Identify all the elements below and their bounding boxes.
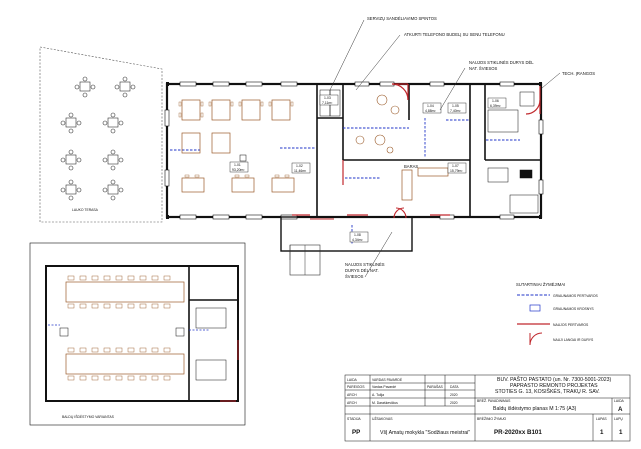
room-area: 11,46m² <box>294 169 307 173</box>
sign-header: PARAŠAS <box>427 384 444 389</box>
sheets-label: LAPŲ <box>614 417 623 421</box>
variant-label: BALDŲ IŠDĖSTYMO VARIANTAS <box>62 414 115 419</box>
room-number: 1-05 <box>452 104 459 108</box>
callout-glass-doors-2c: ŠVIESOS <box>345 274 364 279</box>
room-area: 15,79m² <box>450 169 463 173</box>
sheet-name: Baldų išdėstymo planas M 1:75 (A3) <box>493 406 577 412</box>
person-0: Vardas Pavardė <box>372 385 396 389</box>
terrace-label: LAUKO TERASA <box>72 208 99 212</box>
entrance-vestibule <box>280 207 413 276</box>
sheet-name-label: BRĖŽ. PAVADINIMAS <box>477 398 511 403</box>
date-0: 2020 <box>450 393 458 397</box>
project-header-3: STOTIES G. 13, KOSIŠKĖS, TRAKŲ R. SAV. <box>495 388 600 395</box>
legend-new-windows-doors: NAUJI LANGAI IR DURYS <box>553 338 594 342</box>
callouts <box>329 19 561 278</box>
sheet-value: 1 <box>600 429 604 436</box>
legend-new-partitions: NAUJOS PERTVAROS <box>553 323 589 327</box>
person-2: M. Daraškevičius <box>372 401 398 405</box>
legend-demolished-stoves: GRIAUNAMOS KROSNYS <box>553 307 594 311</box>
role-3: ARCH <box>347 401 357 405</box>
drawing-number: PR-2020xx B101 <box>494 429 542 436</box>
callout-glass-doors-2b: DURYS DĖL NAT. <box>345 268 379 273</box>
room-area: 4,88m² <box>425 109 436 113</box>
role-2: ARCH <box>347 393 357 397</box>
room-number: 1-04 <box>427 104 434 108</box>
room-area: 7,11m² <box>322 101 333 105</box>
room-area: 7,40m² <box>450 109 461 113</box>
room-number: 1-08 <box>354 233 361 237</box>
callout-glass-doors-1: NAUJOS STIKLINĖS DURYS DĖL <box>469 60 534 65</box>
role-1: PAREIGOS <box>347 385 365 389</box>
project-header-2: PAPRASTO REMONTO PROJEKTAS <box>510 383 598 389</box>
callout-phone-booth: ATKURTI TELEFONO BUDELĮ SU SENU TELEFONU <box>404 32 505 37</box>
change-value: A <box>618 406 623 413</box>
legend: SUTARTINIAI ŽYMĖJIMAI GRIAUNAMOS PERTVAR… <box>516 282 598 346</box>
outdoor-terrace: LAUKO TERASA <box>39 46 163 223</box>
sheets-value: 1 <box>619 429 623 436</box>
date-1: 2020 <box>450 401 458 405</box>
room-labels: 1-01 93,20m² 1-02 11,46m² 1-03 7,11m² 1-… <box>229 94 507 243</box>
callout-glass-doors-2: NAUJOS STIKLINĖS <box>345 262 385 267</box>
legend-title: SUTARTINIAI ŽYMĖJIMAI <box>516 282 565 287</box>
room-number: 1-06 <box>492 99 499 103</box>
sheet-label: LAPAS <box>596 417 607 421</box>
change-label: LAIDA <box>614 399 625 403</box>
room-area: 6,39m² <box>490 104 501 108</box>
callout-service-cabinets: SERVIZŲ SANDĖLIAVIMO SPINTOS <box>367 16 437 21</box>
bar-label: BARAS <box>404 164 418 169</box>
drawing-label: BRĖŽINIO ŽYMUO <box>477 416 507 421</box>
legend-demolished-partitions: GRIAUNAMOS PERTVAROS <box>553 294 598 298</box>
room-area: 4,34m² <box>352 238 363 242</box>
callout-tech: TECH. ĮRANGOS <box>562 71 595 76</box>
persons-header: VARDAS PAVARDĖ <box>372 377 403 382</box>
callout-glass-doors-1b: NAT. ŠVIESOS <box>469 66 498 71</box>
project-header-1: BUV. PAŠTO PASTATO (un. Nr. 7300-5001-20… <box>497 376 612 383</box>
room-number: 1-01 <box>234 163 241 167</box>
furniture-variant-plan: BALDŲ IŠDĖSTYMO VARIANTAS <box>29 242 246 426</box>
client-value: VšĮ Amatų mokykla "Sodžiaus meistrai" <box>380 430 470 436</box>
title-block <box>344 374 631 442</box>
room-number: 1-07 <box>452 164 459 168</box>
stage-label: STADIJA <box>347 417 361 421</box>
role-0: LAIDA <box>347 378 358 382</box>
person-1: A. Tulija <box>372 393 384 397</box>
stage-value: PP <box>352 429 360 436</box>
room-number: 1-03 <box>324 96 331 100</box>
client-label: UŽSAKOVAS <box>372 416 393 421</box>
main-building: 1-01 93,20m² 1-02 11,46m² 1-03 7,11m² 1-… <box>164 81 544 245</box>
title-block-text: LAIDA PAREIGOS ARCH ARCH VARDAS PAVARDĖ … <box>347 376 625 436</box>
date-header: DATA <box>450 385 459 389</box>
room-number: 1-02 <box>296 164 303 168</box>
terrace-tables <box>60 76 136 201</box>
room-area: 93,20m² <box>232 168 245 172</box>
